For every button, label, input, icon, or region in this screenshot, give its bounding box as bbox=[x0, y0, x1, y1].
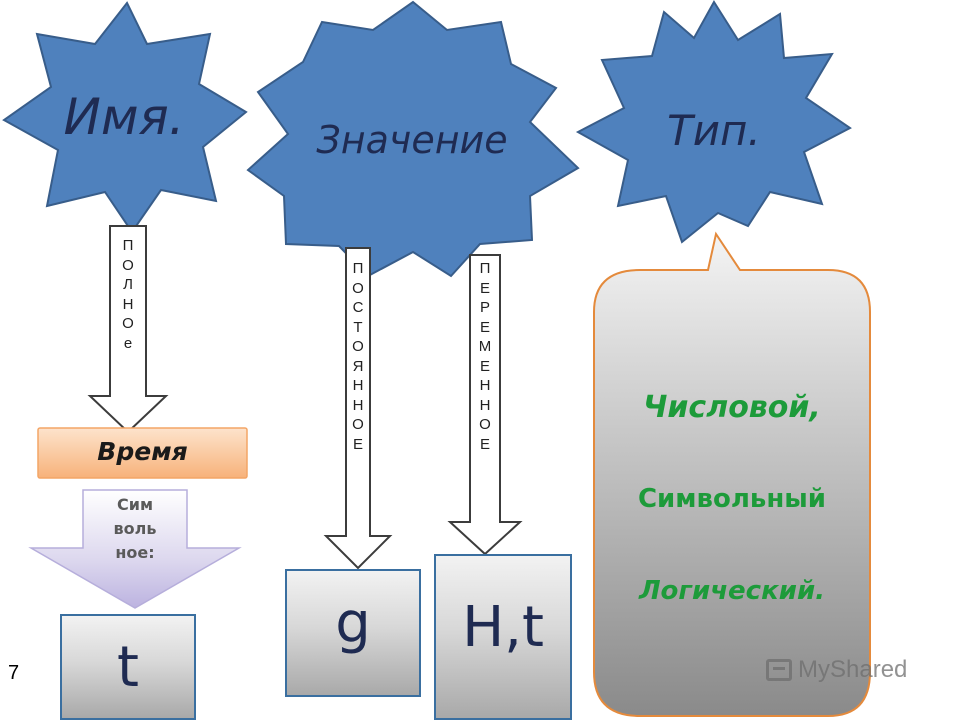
box-ht-label: H,t bbox=[462, 594, 544, 660]
arrow-symbolic-line: Сим bbox=[116, 495, 154, 514]
types-callout-shape bbox=[593, 231, 871, 717]
arrow-const-letter: Е bbox=[352, 435, 363, 453]
arrow-var-letter: Е bbox=[479, 357, 490, 375]
watermark: MyShared bbox=[766, 656, 907, 684]
watermark-label: MyShared bbox=[798, 656, 908, 683]
arrow-var-letter: Р bbox=[479, 299, 490, 316]
arrow-var-letter: Е bbox=[479, 318, 490, 336]
type-symbolic: Символьный bbox=[637, 484, 827, 514]
star-type-shape bbox=[575, 0, 852, 244]
arrow-symbolic-line: ное: bbox=[115, 543, 155, 562]
time-label: Время bbox=[97, 437, 188, 466]
box-g: g bbox=[285, 569, 421, 697]
arrow-full-letter: О bbox=[122, 256, 134, 274]
box-g-label: g bbox=[335, 590, 371, 656]
arrow-var-letter: Е bbox=[479, 435, 490, 453]
arrow-var-letter: М bbox=[478, 338, 492, 355]
arrow-const-letter: Я bbox=[352, 357, 364, 375]
box-ht: H,t bbox=[434, 554, 572, 720]
slide-number: 7 bbox=[8, 662, 20, 684]
arrow-var-letter: Н bbox=[479, 396, 491, 414]
arrow-var-letter: О bbox=[479, 416, 491, 433]
arrow-const-letter: О bbox=[352, 338, 364, 355]
arrow-const-letter: П bbox=[352, 260, 364, 277]
arrow-full-letter: Л bbox=[123, 276, 133, 293]
arrow-const-letter: Н bbox=[352, 396, 364, 414]
type-logical: Логический. bbox=[638, 576, 826, 606]
star-name-label: Имя. bbox=[63, 88, 185, 146]
arrow-const-letter: О bbox=[352, 279, 364, 297]
arrow-full-letter: е bbox=[123, 334, 133, 352]
arrow-const-letter: Т bbox=[353, 318, 363, 336]
arrow-var-letter: Е bbox=[479, 279, 490, 297]
arrow-full-shape bbox=[87, 225, 169, 434]
box-t-label: t bbox=[117, 634, 139, 700]
arrow-var-letter: Н bbox=[479, 377, 491, 394]
box-t: t bbox=[60, 614, 196, 720]
arrow-const-letter: С bbox=[352, 299, 364, 316]
arrow-const-shape bbox=[323, 247, 393, 570]
type-numeric: Числовой, bbox=[643, 390, 821, 425]
star-value-shape bbox=[246, 0, 580, 278]
star-type-label: Тип. bbox=[667, 106, 761, 155]
arrow-symbolic-line: воль bbox=[113, 519, 157, 538]
arrow-full-letter: О bbox=[122, 315, 134, 332]
arrow-var-letter: П bbox=[479, 260, 491, 277]
presentation-icon bbox=[766, 659, 792, 681]
arrow-const-letter: Н bbox=[352, 377, 364, 394]
time-label-shape bbox=[37, 427, 248, 479]
arrow-const-letter: О bbox=[352, 416, 364, 433]
arrow-full-letter: П bbox=[122, 237, 134, 254]
arrow-var-shape bbox=[447, 254, 523, 556]
star-value-label: Значение bbox=[316, 118, 508, 162]
arrow-symbolic-text: Сим воль ное: bbox=[83, 493, 187, 565]
arrow-symbolic-shape bbox=[28, 489, 242, 609]
arrow-full-letter: Н bbox=[122, 295, 134, 313]
